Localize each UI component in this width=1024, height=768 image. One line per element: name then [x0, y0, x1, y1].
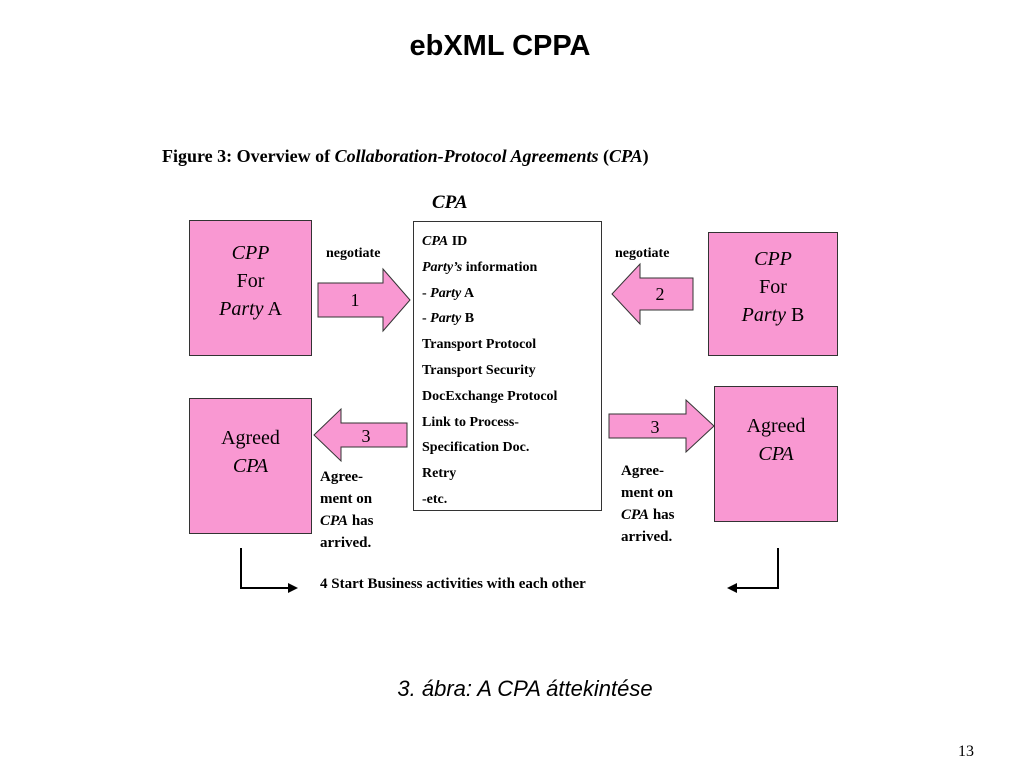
slide-title: ebXML CPPA [409, 30, 591, 62]
agreed-cpa-right-box: Agreed CPA [714, 386, 838, 522]
cpp-party-b-line2: For [759, 276, 787, 298]
cpp-party-b-line1: CPP [754, 248, 792, 270]
cpa-content-item: CPA ID [422, 234, 468, 249]
connector-left [240, 548, 292, 589]
arrow-step-3-right-label: 3 [651, 417, 660, 437]
cpa-content-item: Link to Process- [422, 414, 519, 430]
arrow-step-2-label: 2 [656, 284, 665, 304]
cpa-content-item: Party’s information [422, 259, 538, 275]
page-number: 13 [958, 743, 974, 760]
cpa-label: CPA [432, 192, 468, 213]
cpp-party-a-line2: For [236, 270, 265, 292]
bottom-caption: 3. ábra: A CPA áttekintése [397, 676, 653, 701]
agreement-note-right: Agree- ment on CPA has arrived. [621, 460, 675, 548]
cpa-contents-list: CPA ID Party’s information - Party A - Part… [422, 229, 601, 513]
arrow-step-2 [611, 262, 694, 326]
agreed-right-line2: CPA [758, 443, 794, 465]
cpa-content-item: -etc. [422, 491, 448, 507]
cpa-content-item: - Party B [422, 311, 475, 327]
cpp-party-b-line3: Party B [741, 304, 805, 326]
arrow-step-3-right [608, 398, 715, 454]
arrow-step-3-left [313, 407, 408, 463]
cpa-content-item: Retry [422, 466, 457, 482]
cpp-party-b-box: CPP For Party B [708, 232, 838, 356]
note-left-line3: CPA has [320, 513, 374, 529]
note-left-line2: ment on [320, 491, 373, 507]
note-right-line4: arrived. [621, 529, 673, 545]
note-left-line1: Agree- [320, 469, 364, 485]
note-right-line1: Agree- [621, 463, 665, 479]
arrow-step-3-left-label: 3 [362, 426, 371, 446]
note-right-line3: CPA has [621, 507, 675, 523]
negotiate-left-label: negotiate [326, 246, 381, 261]
cpa-content-item: Transport Security [422, 362, 536, 378]
note-left-line4: arrived. [320, 535, 372, 551]
arrow-step-1-label: 1 [351, 290, 360, 310]
arrow-step-1 [317, 267, 411, 333]
caption-end: ) [642, 146, 649, 166]
note-right-line2: ment on [621, 485, 674, 501]
connector-right [735, 548, 779, 589]
negotiate-right-label: negotiate [615, 246, 670, 261]
connector-left-head [288, 583, 298, 593]
cpa-content-item: Specification Doc. [422, 440, 530, 456]
connector-right-head [727, 583, 737, 593]
cpa-content-item: - Party A [422, 285, 475, 301]
caption-mid: ( [598, 146, 609, 166]
figure-caption: Figure 3: Overview of Collaboration-Prot… [162, 146, 649, 167]
cpa-content-item: DocExchange Protocol [422, 388, 558, 404]
cpa-content-item: Transport Protocol [422, 337, 537, 353]
agreed-left-line1: Agreed [221, 427, 280, 449]
agreed-right-line1: Agreed [746, 415, 806, 437]
agreed-cpa-left-box: Agreed CPA [189, 398, 312, 534]
start-business-label: 4 Start Business activities with each ot… [320, 576, 586, 592]
agreed-left-line2: CPA [232, 455, 269, 477]
caption-italic: Collaboration-Protocol Agreements [334, 146, 599, 166]
cpa-contents-box: CPA ID Party’s information - Party A - Part… [413, 221, 602, 511]
caption-prefix: Figure 3: Overview of [162, 146, 335, 166]
cpp-party-a-line1: CPP [231, 242, 270, 264]
caption-abbr: CPA [608, 146, 643, 166]
cpp-party-a-box: CPP For Party A [189, 220, 312, 356]
agreement-note-left: Agree- ment on CPA has arrived. [320, 466, 374, 554]
cpp-party-a-line3: Party A [219, 298, 282, 320]
